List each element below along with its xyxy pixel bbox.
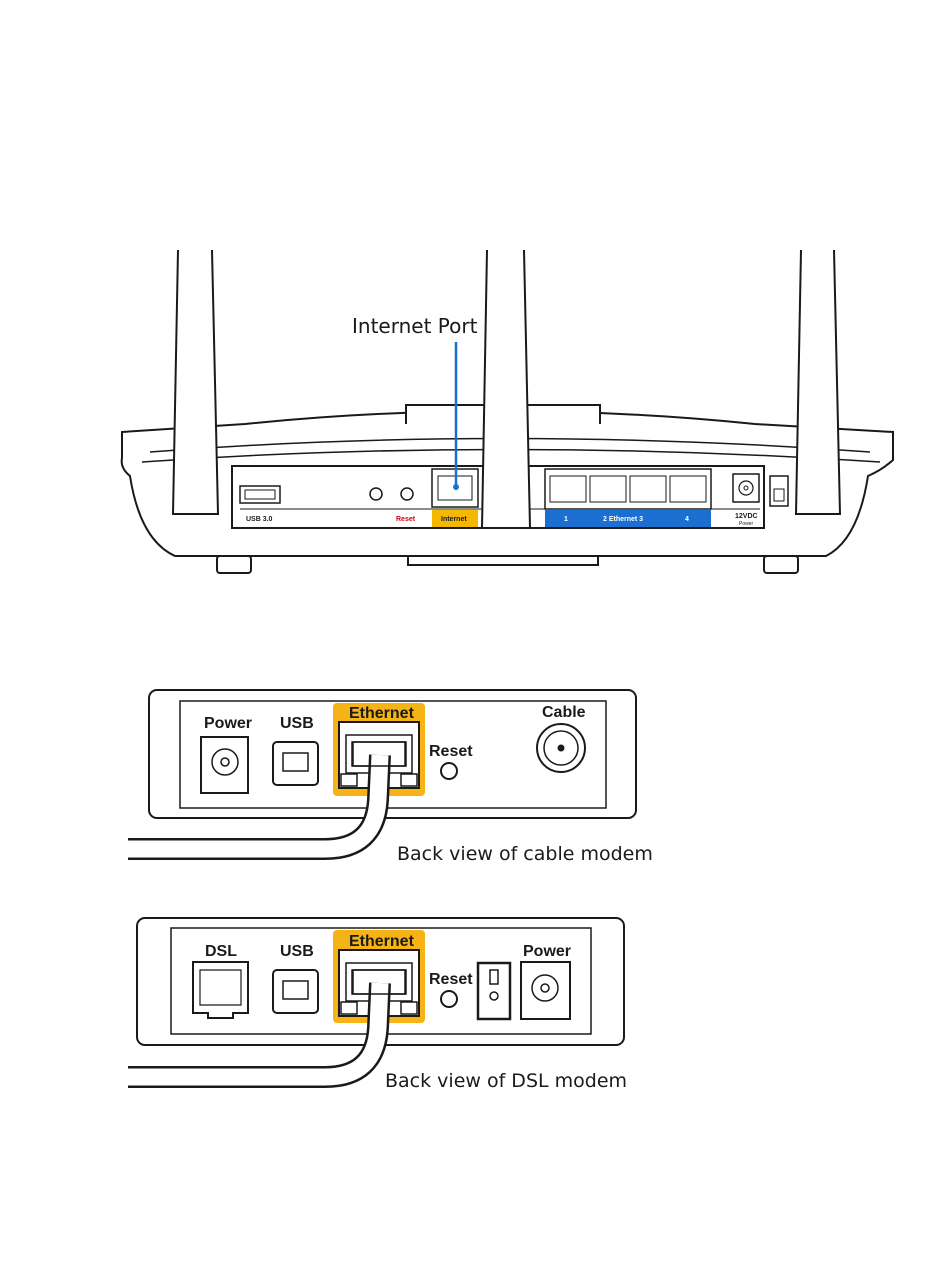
- internet-port-callout: Internet Port: [352, 314, 478, 338]
- router-eth1-label: 1: [564, 516, 568, 523]
- router-ethernet-label: 2 Ethernet 3: [603, 516, 643, 523]
- dsl-modem-reset-button: [441, 991, 457, 1007]
- dsl-modem-dsl-label: DSL: [205, 943, 237, 960]
- router-power-sublabel: Power: [739, 521, 754, 527]
- router-wps-button: [370, 488, 382, 500]
- router-antenna-left: [173, 250, 218, 514]
- router-foot-left: [217, 556, 251, 573]
- router-power-label: 12VDC: [735, 513, 758, 520]
- cable-modem-reset-label: Reset: [429, 743, 473, 760]
- cable-modem-ethernet-label: Ethernet: [349, 705, 415, 722]
- router-internet-label: Internet: [441, 516, 467, 523]
- dsl-modem-caption: Back view of DSL modem: [385, 1070, 627, 1092]
- cable-modem-caption: Back view of cable modem: [397, 843, 653, 865]
- internet-port-callout-dot: [453, 484, 459, 490]
- dsl-modem-usb-label: USB: [280, 943, 314, 960]
- dsl-modem-ethernet-label: Ethernet: [349, 933, 415, 950]
- router-eth4-label: 4: [685, 516, 689, 523]
- cable-modem-power-label: Power: [204, 715, 252, 732]
- router-usb-label: USB 3.0: [246, 516, 273, 523]
- router-antenna-center: [482, 250, 530, 528]
- router-illustration: [122, 250, 893, 573]
- cable-modem-usb-label: USB: [280, 715, 314, 732]
- dsl-modem-reset-label: Reset: [429, 971, 473, 988]
- router-antenna-right: [796, 250, 840, 514]
- dsl-modem-power-label: Power: [523, 943, 571, 960]
- cable-modem-cable-label: Cable: [542, 704, 586, 721]
- router-foot-right: [764, 556, 798, 573]
- cable-modem-reset-button: [441, 763, 457, 779]
- router-ethernet-ports: [545, 469, 711, 509]
- router-reset-label: Reset: [396, 516, 416, 523]
- router-reset-button: [401, 488, 413, 500]
